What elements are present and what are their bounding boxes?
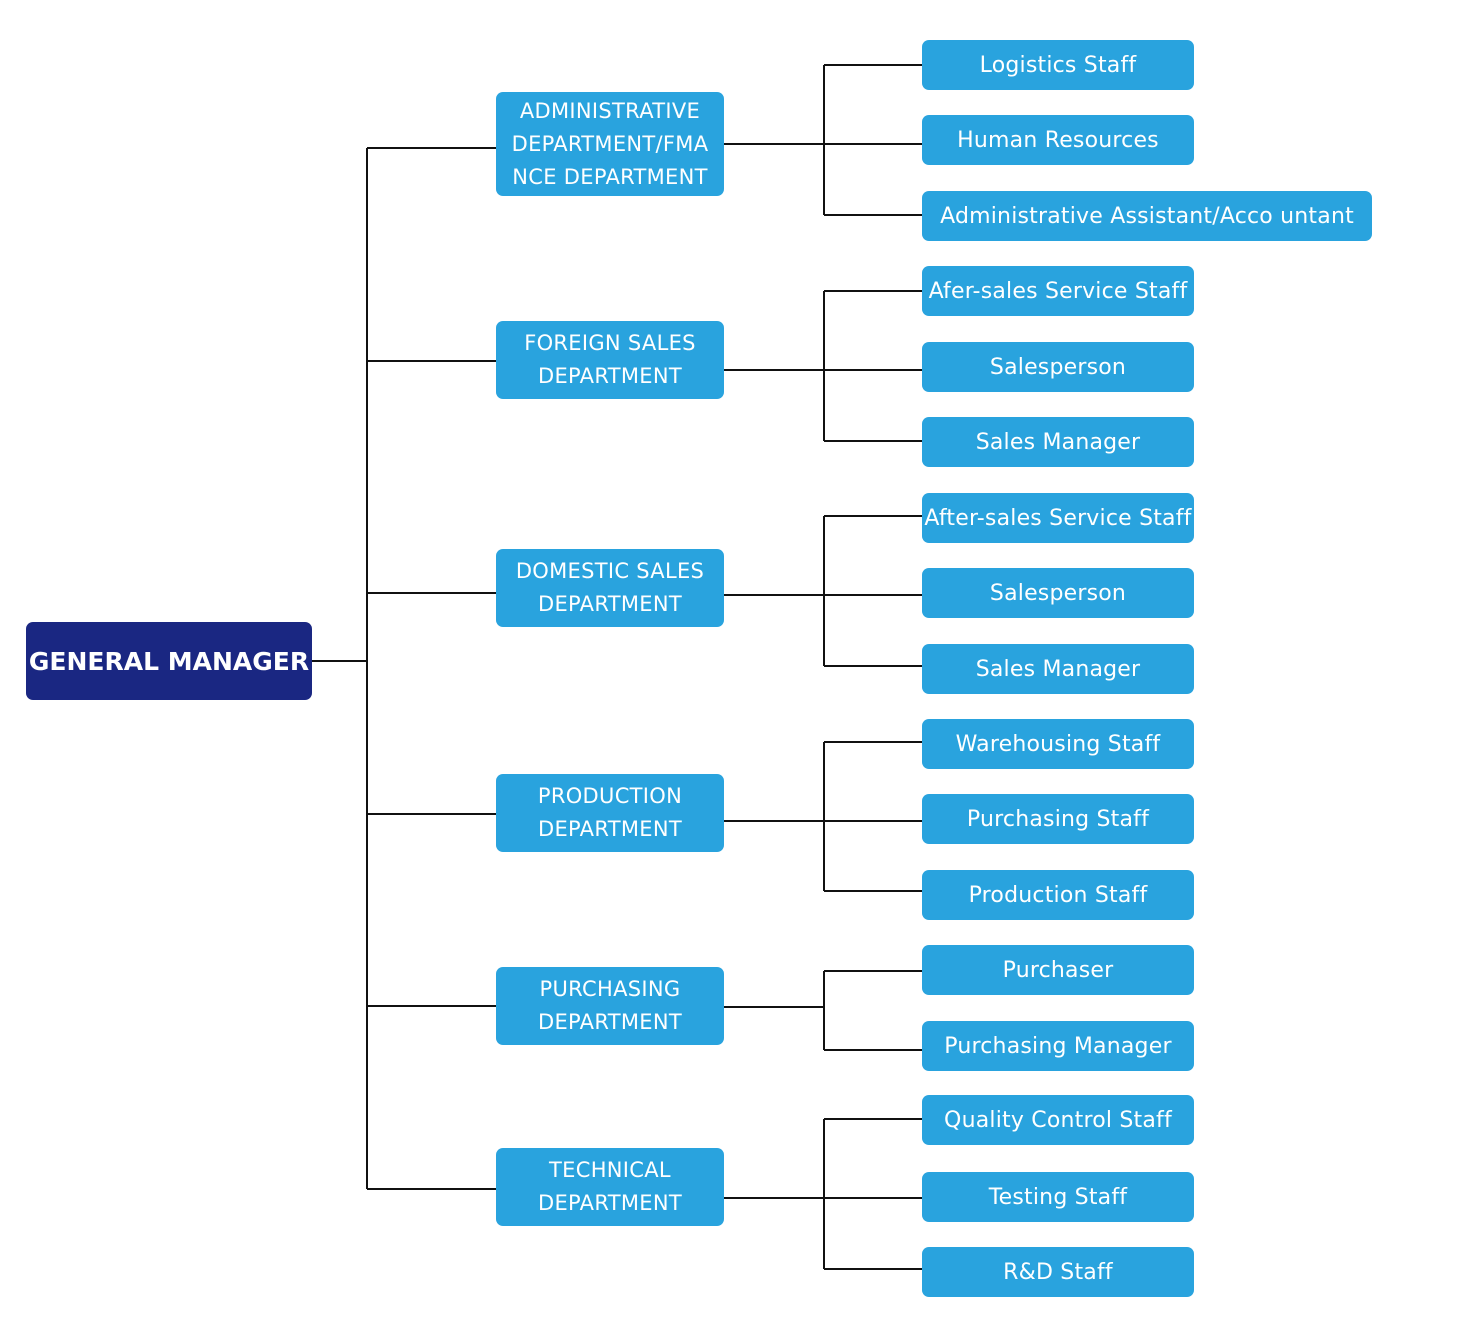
- department-label-line: DEPARTMENT: [538, 1010, 682, 1034]
- role-label: Salesperson: [989, 580, 1127, 606]
- role-node: Warehousing Staff: [922, 719, 1194, 769]
- department-label-line: DEPARTMENT/FMA: [511, 131, 709, 156]
- role-node: Sales Manager: [922, 417, 1194, 467]
- role-label: R&D Staff: [1003, 1259, 1113, 1285]
- role-node: Testing Staff: [922, 1172, 1194, 1222]
- department-label: DOMESTIC SALES DEPARTMENT: [516, 555, 704, 621]
- role-label: Purchasing Staff: [966, 806, 1150, 832]
- department-node: FOREIGN SALES DEPARTMENT: [496, 321, 724, 399]
- department-label-line: DEPARTMENT: [538, 592, 682, 616]
- department-label-line: PRODUCTION: [537, 784, 683, 808]
- department-label: TECHNICAL DEPARTMENT: [538, 1154, 682, 1220]
- role-node: After-sales Service Staff: [922, 493, 1194, 543]
- department-label-line: FOREIGN SALES: [524, 331, 696, 355]
- role-label: Sales Manager: [975, 429, 1141, 455]
- role-node: Administrative Assistant/Acco untant: [922, 191, 1372, 241]
- role-node: Logistics Staff: [922, 40, 1194, 90]
- role-node: Salesperson: [922, 342, 1194, 392]
- department-label: ADMINISTRATIVE DEPARTMENT/FMA NCE DEPARTME…: [512, 95, 709, 194]
- role-node: R&D Staff: [922, 1247, 1194, 1297]
- department-label-line: PURCHASING: [539, 977, 681, 1001]
- department-node: TECHNICAL DEPARTMENT: [496, 1148, 724, 1226]
- role-label: Testing Staff: [988, 1184, 1128, 1210]
- department-label-line: NCE DEPARTMENT: [512, 164, 708, 189]
- general-manager-node: GENERAL MANAGER: [26, 622, 312, 700]
- role-node: Human Resources: [922, 115, 1194, 165]
- role-label: Administrative Assistant/Acco untant: [940, 203, 1354, 229]
- role-node: Salesperson: [922, 568, 1194, 618]
- role-label: After-sales Service Staff: [924, 505, 1192, 531]
- role-node: Purchasing Staff: [922, 794, 1194, 844]
- department-label-line: DEPARTMENT: [538, 364, 682, 388]
- role-label: Sales Manager: [975, 656, 1141, 682]
- department-label: FOREIGN SALES DEPARTMENT: [524, 327, 696, 393]
- role-node: Afer-sales Service Staff: [922, 266, 1194, 316]
- role-label: Purchaser: [1002, 957, 1114, 983]
- role-node: Sales Manager: [922, 644, 1194, 694]
- role-node: Purchasing Manager: [922, 1021, 1194, 1071]
- department-label: PURCHASING DEPARTMENT: [538, 973, 682, 1039]
- role-label: Purchasing Manager: [944, 1033, 1172, 1059]
- department-label: PRODUCTION DEPARTMENT: [538, 780, 682, 846]
- role-label: Production Staff: [968, 882, 1148, 908]
- department-label-line: ADMINISTRATIVE: [519, 98, 701, 123]
- department-node: PRODUCTION DEPARTMENT: [496, 774, 724, 852]
- role-label: Afer-sales Service Staff: [928, 278, 1188, 304]
- role-node: Production Staff: [922, 870, 1194, 920]
- general-manager-label: GENERAL MANAGER: [28, 646, 310, 676]
- department-node: ADMINISTRATIVE DEPARTMENT/FMA NCE DEPARTME…: [496, 92, 724, 196]
- department-label-line: DEPARTMENT: [538, 817, 682, 841]
- role-node: Quality Control Staff: [922, 1095, 1194, 1145]
- department-label-line: TECHNICAL: [549, 1158, 671, 1182]
- department-node: DOMESTIC SALES DEPARTMENT: [496, 549, 724, 627]
- role-node: Purchaser: [922, 945, 1194, 995]
- department-label-line: DEPARTMENT: [538, 1191, 682, 1215]
- role-label: Salesperson: [989, 354, 1127, 380]
- role-label: Warehousing Staff: [955, 731, 1161, 757]
- department-label-line: DOMESTIC SALES: [515, 559, 705, 583]
- role-label: Human Resources: [957, 127, 1159, 153]
- role-label: Quality Control Staff: [944, 1107, 1172, 1133]
- department-node: PURCHASING DEPARTMENT: [496, 967, 724, 1045]
- role-label: Logistics Staff: [979, 52, 1137, 78]
